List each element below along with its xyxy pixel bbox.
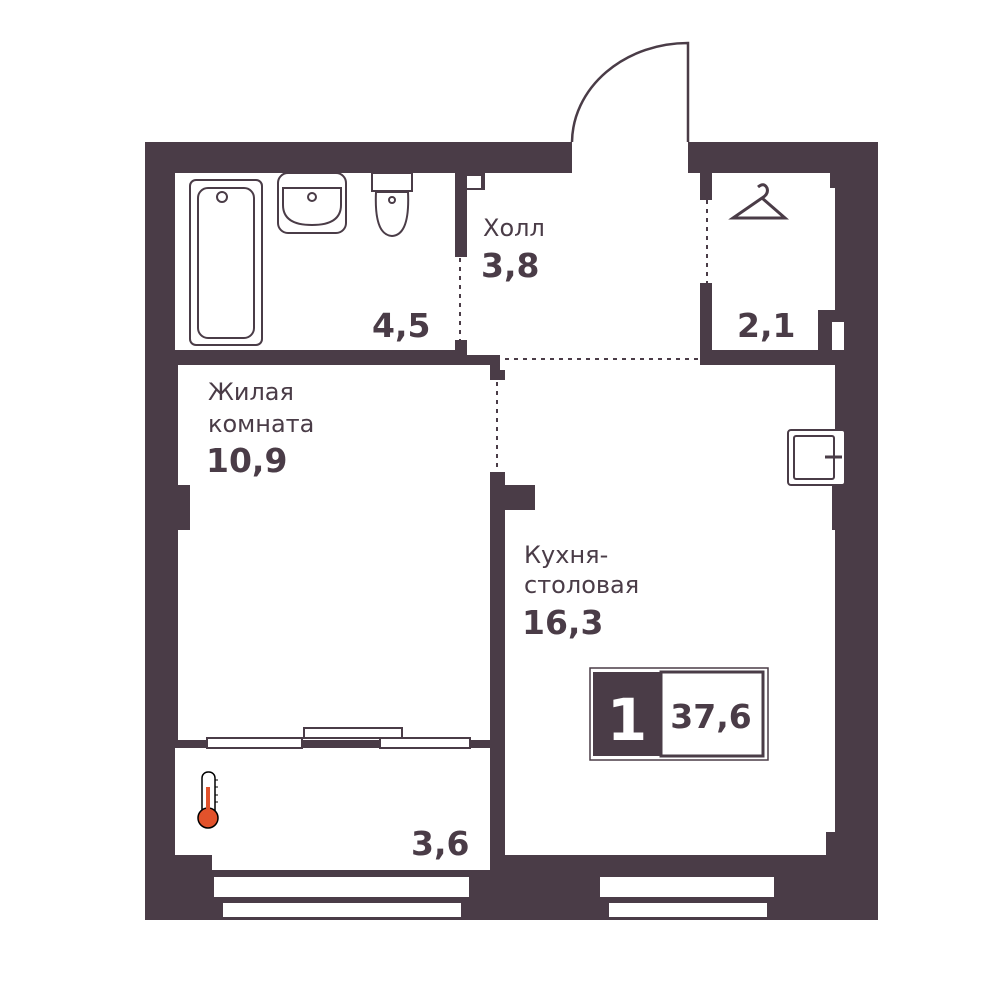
bathroom-area: 4,5 <box>372 306 430 345</box>
living-name-line1: Жилая <box>208 378 294 406</box>
window-balcony-2 <box>221 901 463 919</box>
hall-name: Холл <box>483 214 545 242</box>
toilet-icon <box>371 172 413 238</box>
window-kitchen-2 <box>607 901 769 919</box>
summary-badge: 1 37,6 <box>589 667 769 761</box>
hall <box>467 173 700 365</box>
hall-closet-opening <box>698 200 716 283</box>
closet-area: 2,1 <box>737 306 795 345</box>
entrance-door <box>570 41 690 143</box>
bathtub-icon <box>189 179 263 346</box>
living-area: 10,9 <box>206 441 287 480</box>
sliding-door-mid <box>303 727 403 739</box>
kitchen-name-line2: столовая <box>524 571 639 599</box>
balcony-area: 3,6 <box>411 824 469 863</box>
entrance-opening <box>572 140 688 176</box>
closet-shaft <box>832 322 844 350</box>
kitchen-area: 16,3 <box>522 603 603 642</box>
kitchen-name-line1: Кухня- <box>524 541 608 569</box>
sliding-door-right <box>379 737 471 749</box>
thermometer-icon <box>197 771 219 829</box>
window-kitchen-1 <box>598 875 776 899</box>
living-room <box>178 365 490 740</box>
kitchen-sink-icon <box>787 429 846 486</box>
hall-niche <box>467 176 481 188</box>
kitchen-hall-opening <box>500 355 700 370</box>
total-area: 37,6 <box>670 697 751 736</box>
sink-icon <box>277 172 347 234</box>
living-name-line2: комната <box>208 410 314 438</box>
sliding-door-left <box>206 737 303 749</box>
hall-area: 3,8 <box>481 246 539 285</box>
bath-hall-opening <box>452 257 472 340</box>
rooms-count: 1 <box>607 686 647 754</box>
hanger-icon <box>728 183 790 220</box>
window-balcony-1 <box>212 875 471 899</box>
living-kitchen-opening <box>488 380 508 472</box>
balcony <box>175 748 490 870</box>
